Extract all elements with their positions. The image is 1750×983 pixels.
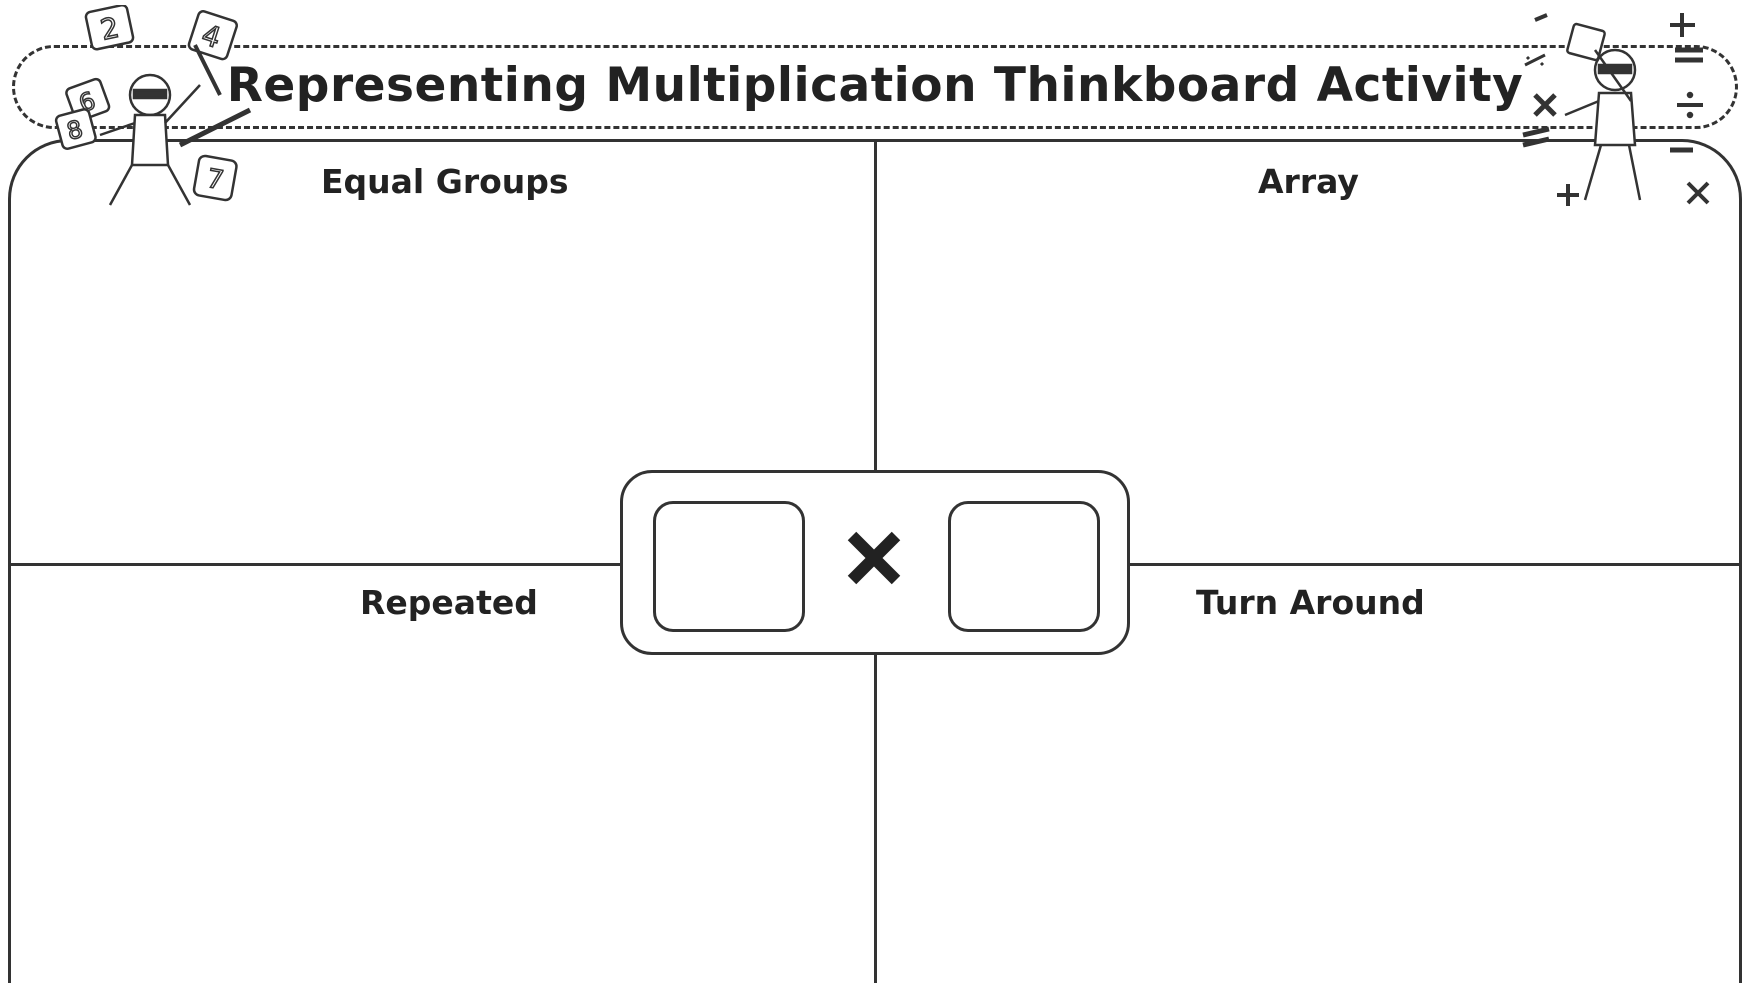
factor-slot-left[interactable] [653, 501, 805, 632]
quadrant-label-turn-around: Turn Around [1196, 583, 1425, 622]
ninja-boy-icon: 2 4 6 8 7 [54, 5, 252, 206]
number-card-icon: 7 [192, 154, 238, 202]
number-card-icon: 8 [54, 108, 97, 150]
board-frame [8, 139, 1742, 983]
number-card-icon: 4 [187, 10, 238, 61]
title-banner [12, 45, 1738, 129]
quadrant-turn-around-area[interactable] [878, 625, 1738, 980]
ninja-girl-icon [1522, 13, 1710, 206]
page-title: Representing Multiplication Thinkboard A… [226, 58, 1524, 113]
divider-vertical-top [874, 141, 877, 471]
multiply-icon [847, 531, 901, 585]
factor-slot-right[interactable] [948, 501, 1100, 632]
quadrant-label-equal-groups: Equal Groups [321, 162, 569, 201]
divider-horizontal-right [1129, 563, 1740, 566]
quadrant-label-array: Array [1258, 162, 1359, 201]
quadrant-label-repeated: Repeated [360, 583, 538, 622]
equation-box [620, 470, 1130, 655]
divider-vertical-bottom [874, 655, 877, 983]
number-card-icon: 2 [84, 5, 135, 51]
divider-horizontal-left [10, 563, 621, 566]
svg-text:7: 7 [204, 164, 226, 196]
quadrant-repeated-area[interactable] [12, 625, 872, 980]
